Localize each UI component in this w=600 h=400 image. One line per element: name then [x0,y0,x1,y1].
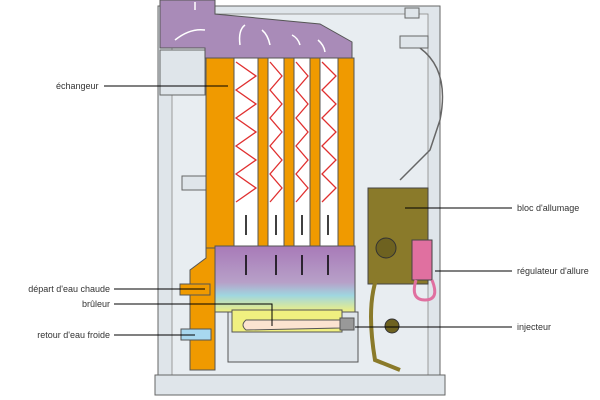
label-rate-regulator: régulateur d'allure [517,266,589,276]
burner [227,309,359,363]
label-ignition-block: bloc d'allumage [517,203,579,213]
flow-arrows-icon [245,215,329,235]
rate-regulator [411,239,437,302]
label-injector: injecteur [517,322,551,332]
label-cold-water-return: retour d'eau froide [37,330,110,340]
label-burner: brûleur [82,299,110,309]
combustion-chamber [214,245,356,313]
flue-hood [159,0,353,59]
label-exchanger: échangeur [56,81,99,91]
label-hot-water-out: départ d'eau chaude [28,284,110,294]
flue-arrows-icon [174,2,326,53]
